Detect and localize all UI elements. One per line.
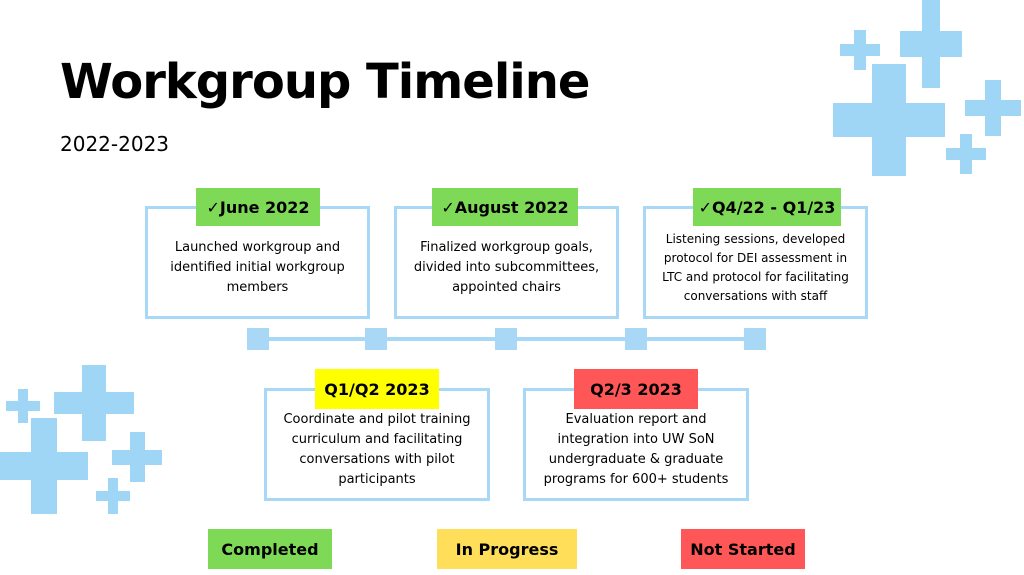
legend-in-progress: In Progress xyxy=(437,529,577,569)
milestone-label-q4-q1: ✓Q4/22 - Q1/23 xyxy=(693,188,841,226)
milestone-label-q2-3-2023: Q2/3 2023 xyxy=(574,369,698,409)
milestone-description: Evaluation report and integration into U… xyxy=(543,411,729,487)
plus-decoration-icon xyxy=(112,432,162,482)
page-title: Workgroup Timeline xyxy=(60,54,590,110)
milestone-label-august-2022: ✓August 2022 xyxy=(432,188,578,226)
page-subtitle: 2022-2023 xyxy=(60,132,170,156)
plus-decoration-icon xyxy=(900,0,962,88)
plus-decoration-icon xyxy=(54,365,134,441)
timeline-node xyxy=(625,328,647,350)
timeline-node xyxy=(365,328,387,350)
milestone-description: Launched workgroup and identified initia… xyxy=(170,239,345,295)
plus-decoration-icon xyxy=(0,418,88,514)
timeline-node xyxy=(495,328,517,350)
milestone-description: Coordinate and pilot training curriculum… xyxy=(283,411,471,487)
legend-not-started: Not Started xyxy=(681,529,805,569)
plus-decoration-icon xyxy=(840,30,880,70)
milestone-description: Listening sessions, developed protocol f… xyxy=(662,231,849,303)
plus-decoration-icon xyxy=(96,478,130,514)
timeline-node xyxy=(744,328,766,350)
plus-decoration-icon xyxy=(6,389,40,423)
legend-completed: Completed xyxy=(208,529,332,569)
plus-decoration-icon xyxy=(965,80,1021,136)
milestone-label-june-2022: ✓June 2022 xyxy=(196,188,320,226)
milestone-description: Finalized workgroup goals, divided into … xyxy=(413,239,600,295)
plus-decoration-icon xyxy=(946,134,986,174)
milestone-card-august-2022: Finalized workgroup goals, divided into … xyxy=(394,206,619,319)
timeline-node xyxy=(247,328,269,350)
plus-decoration-icon xyxy=(833,64,945,176)
milestone-label-q1-q2-2023: Q1/Q2 2023 xyxy=(315,369,439,409)
